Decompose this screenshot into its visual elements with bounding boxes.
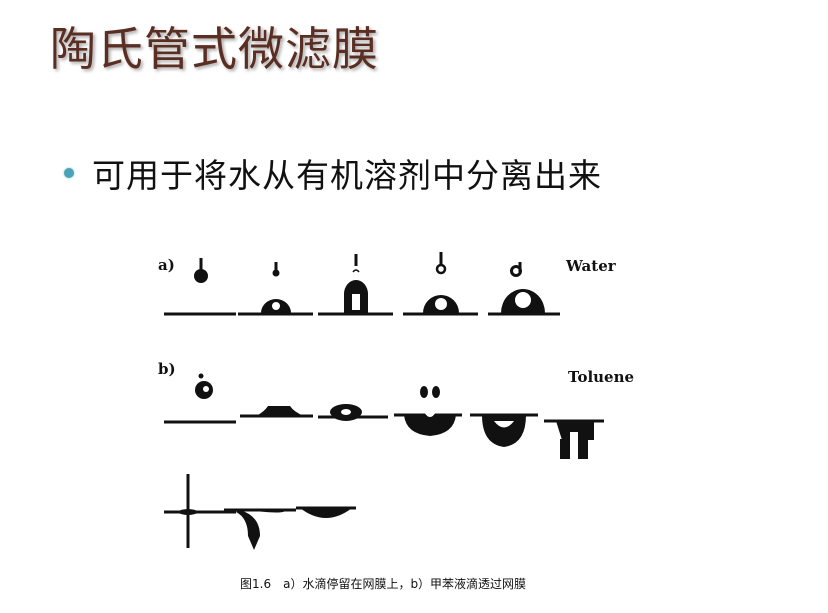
toluene-permeation-sequence [164,474,356,550]
toluene-droplet-sequence [164,373,604,459]
droplet-figure-illustration: a) Water [158,252,634,591]
toluene-label: Toluene [568,368,634,386]
droplet-figure: a) Water [148,236,648,606]
bullet-dot-icon [64,168,74,178]
bullet-item: 可用于将水从有机溶剂中分离出来 [64,148,602,198]
water-label: Water [565,257,617,275]
figure-caption: 图1.6 a）水滴停留在网膜上，b）甲苯液滴透过网膜 [240,576,526,591]
water-droplet-sequence [164,252,560,316]
row-a-label: a) [158,256,175,274]
slide-title: 陶氏管式微滤膜 [50,22,379,76]
bullet-text: 可用于将水从有机溶剂中分离出来 [92,156,602,195]
row-b-label: b) [158,360,176,378]
